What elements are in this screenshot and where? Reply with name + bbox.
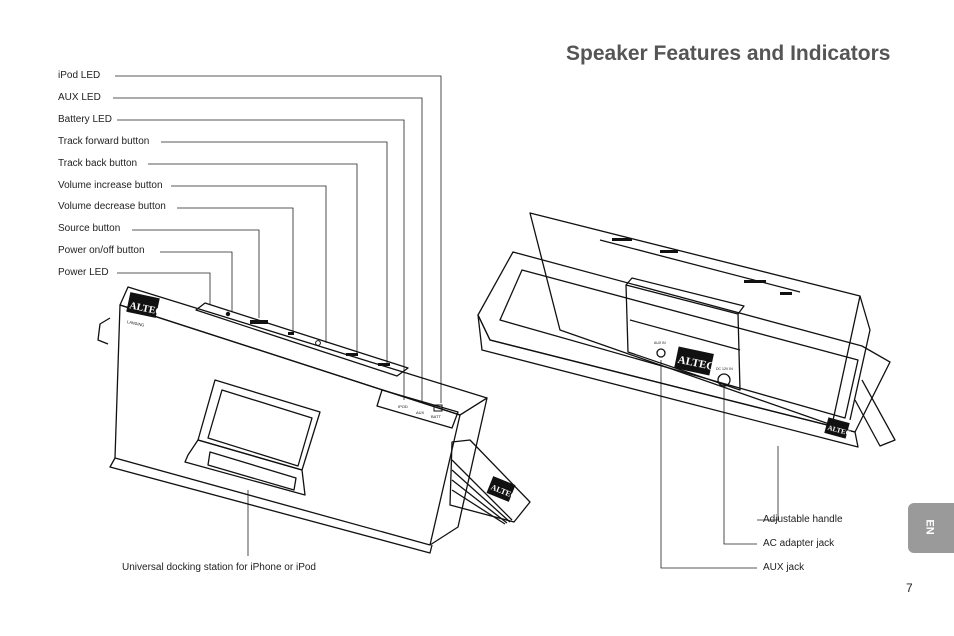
label-aux-jack: AUX jack	[763, 562, 805, 573]
page-title: Speaker Features and Indicators	[566, 42, 891, 65]
language-tab: EN	[908, 503, 954, 553]
label-power-button: Power on/off button	[58, 245, 145, 256]
label-volume-increase-button: Volume increase button	[58, 180, 163, 191]
label-battery-led: Battery LED	[58, 114, 112, 125]
label-docking-station: Universal docking station for iPhone or …	[122, 562, 316, 573]
label-source-button: Source button	[58, 223, 121, 234]
label-track-back-button: Track back button	[58, 158, 138, 169]
led-aux-marking: AUX	[416, 410, 425, 415]
brand-sub: LANSING	[127, 319, 145, 328]
led-batt-marking: BATT	[431, 414, 441, 419]
altec-logo-rear-side: ALTEC	[824, 417, 852, 439]
speaker-front-view	[97, 286, 531, 554]
label-aux-led: AUX LED	[58, 92, 101, 103]
label-ipod-led: iPod LED	[58, 70, 101, 81]
language-tab-label: EN	[923, 519, 936, 535]
label-volume-decrease-button: Volume decrease button	[58, 201, 166, 212]
altec-logo-kickstand: ALTEC	[486, 476, 518, 502]
label-track-forward-button: Track forward button	[58, 136, 150, 147]
altec-logo-rear: ALTEC	[674, 346, 715, 376]
label-power-led: Power LED	[58, 267, 109, 278]
page-number: 7	[906, 581, 913, 595]
label-adjustable-handle: Adjustable handle	[763, 514, 843, 525]
altec-logo-left: ALTEC LANSING	[126, 292, 164, 328]
aux-in-marking: AUX IN	[654, 341, 666, 345]
label-ac-adapter-jack: AC adapter jack	[763, 538, 835, 549]
led-ipod-marking: IPOD	[398, 404, 408, 409]
speaker-rear-view	[477, 212, 896, 448]
dc-in-marking: DC 12V IN	[716, 367, 733, 371]
